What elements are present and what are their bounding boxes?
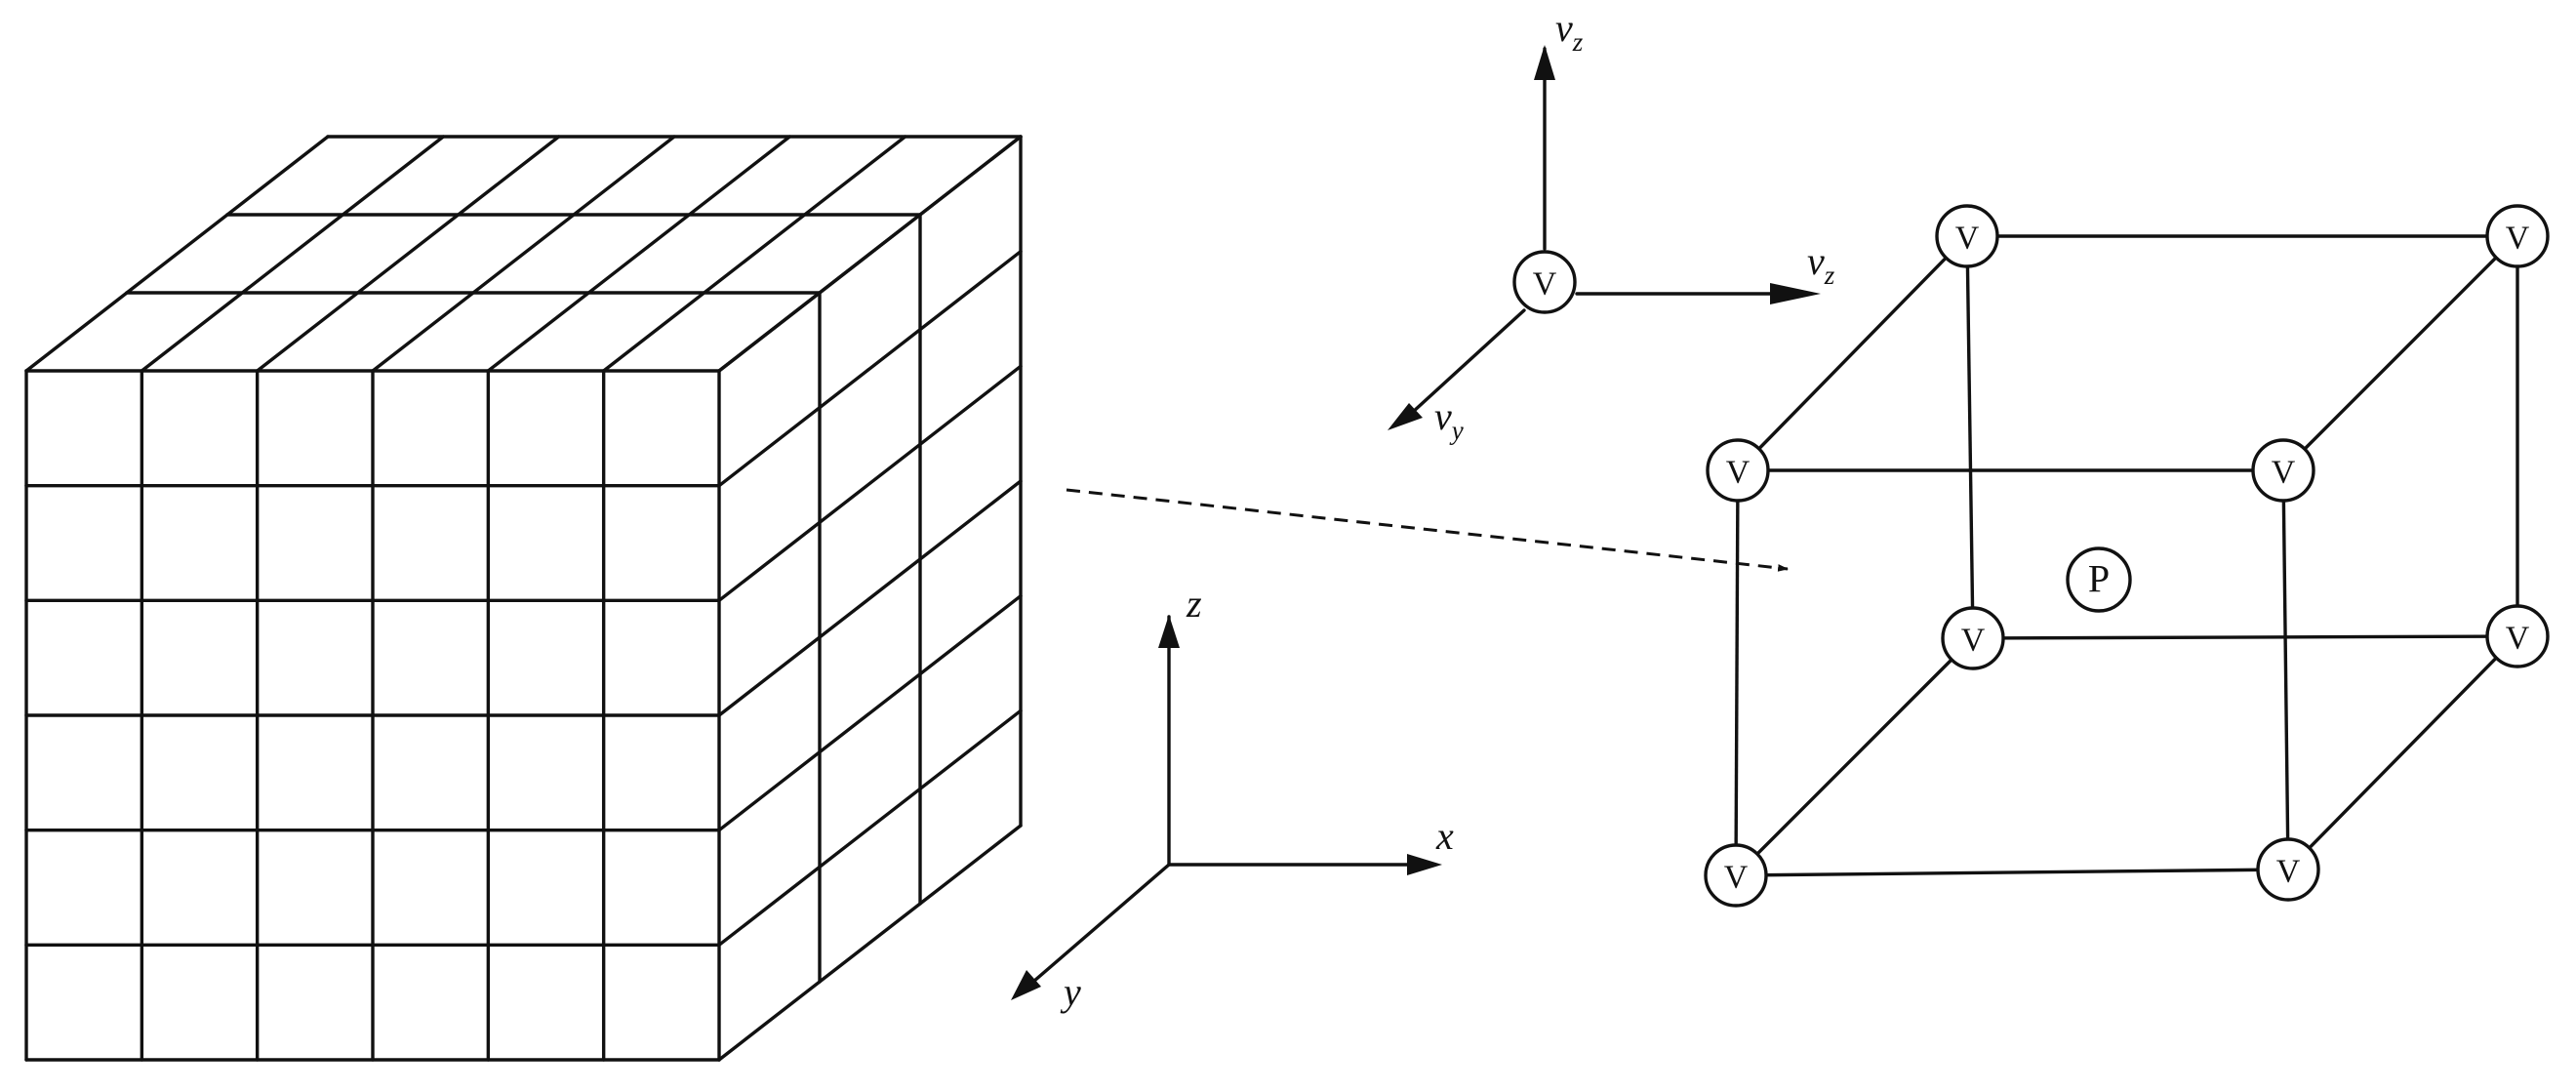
vertex-label: V [1955,221,1980,257]
x-axis-label: x [1435,814,1454,858]
velocity-origin-node [1512,250,1577,314]
edge-bottom-right [2286,634,2519,871]
vertex-label: V [1961,623,1986,659]
cell-vertex-top-back-right: V [2485,204,2550,268]
side-face-depth-line [717,824,1023,1062]
vertex-label: V [2506,621,2530,657]
vertex-node [2251,438,2315,503]
vertex-node [2485,604,2550,668]
x-axis-arrowhead [1407,854,1442,875]
cell-vertex-bottom-front-right: V [2256,837,2320,902]
side-face-depth-line [717,249,1023,488]
edge-bottom-left [1734,636,1975,877]
vz-up-label: vz [1555,6,1584,57]
side-face-depth-line [717,364,1023,603]
vertex-label: V [2276,854,2301,890]
edge-vert-front-left [1734,469,1740,876]
cell-vertex-top-front-right: V [2251,438,2315,503]
vz-up-arrowhead [1534,45,1555,80]
vertex-label: V [1724,860,1749,896]
top-face-depth-line [255,135,561,373]
velocity-origin-label: V [1533,266,1557,303]
top-face-depth-line [601,135,907,373]
z-axis-label: z [1186,582,1202,626]
side-face-depth-line [717,135,1023,373]
center-node-label: P [2088,557,2110,601]
cell-center-node: P [2066,546,2132,613]
top-face-depth-line [140,135,446,373]
vz-right-arrowhead [1770,283,1821,304]
vertex-node [1935,204,1999,268]
vertex-label: V [2506,221,2530,257]
zoom-arrow [1066,488,1790,572]
vertex-node [2256,837,2320,902]
vertex-label: V [2272,455,2296,491]
y-axis [1018,863,1171,995]
vertex-node [1704,843,1768,908]
edge-vert-front-right [2281,469,2290,870]
side-face-depth-line [717,479,1023,717]
edge-vert-back-left [1965,235,1975,639]
top-face-depth-line [24,135,330,373]
velocity-axes: V vz vz vy [1388,6,1835,445]
top-face-depth-line [486,135,792,373]
center-node-circle [2066,546,2132,613]
z-axis-arrowhead [1158,615,1180,648]
vertex-node [1941,606,2005,670]
side-face-depth-line [717,593,1023,832]
vertex-node [2485,204,2550,268]
edge-top-left [1736,234,1969,472]
cell-vertex-bottom-back-left: V [1941,606,2005,670]
cell-vertex-top-back-left: V [1935,204,1999,268]
xyz-axes: z x y [1011,582,1454,1014]
vz-right-label: vz [1807,239,1835,290]
edge-bottom-front [1735,868,2289,877]
edge-bottom-back [1972,634,2518,640]
lattice-cell: V V V V V V V V [1704,204,2550,908]
vertex-node [1706,438,1770,503]
top-face-depth-line [371,135,676,373]
vy-diag-arrowhead [1388,403,1423,430]
cell-vertex-top-front-left: V [1706,438,1770,503]
vertex-label: V [1726,455,1751,491]
y-axis-label: y [1060,970,1081,1014]
cell-edges [1734,234,2519,877]
edge-top-right [2281,234,2519,472]
side-face-depth-line [717,708,1023,948]
voxel-grid-cube [24,135,1023,1062]
cell-vertex-bottom-front-left: V [1704,843,1768,908]
cell-vertex-bottom-back-right: V [2485,604,2550,668]
vy-diag-label: vy [1434,394,1464,445]
y-axis-arrowhead [1011,970,1041,1000]
vy-diag-axis [1399,308,1526,425]
